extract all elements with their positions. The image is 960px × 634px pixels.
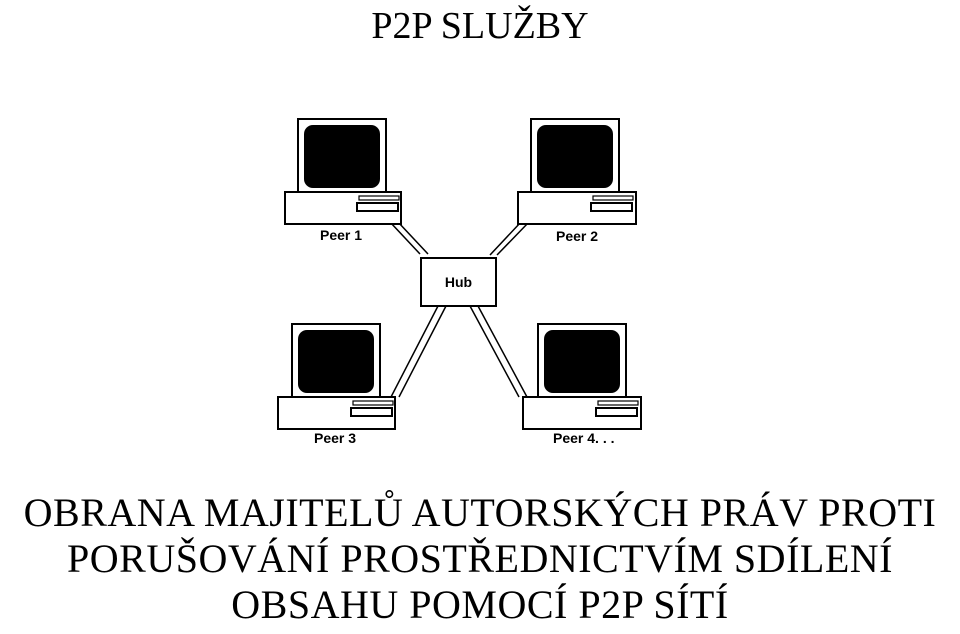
slide-header: P2P SLUŽBY <box>371 5 589 47</box>
title-line: OBRANA MAJITELŮ AUTORSKÝCH PRÁV PROTI <box>23 490 937 535</box>
network-hub-icon: Hub <box>420 257 497 307</box>
title-line: PORUŠOVÁNÍ PROSTŘEDNICTVÍM SDÍLENÍ <box>67 536 893 581</box>
peer-label: Peer 1 <box>320 227 362 243</box>
peer-label: Peer 3 <box>314 430 356 446</box>
peer-1-computer: Peer 1 <box>284 118 402 243</box>
document-title: OBRANA MAJITELŮ AUTORSKÝCH PRÁV PROTI PO… <box>0 490 960 628</box>
connection-peer2-hub <box>489 221 530 256</box>
desktop-computer-icon <box>522 323 642 430</box>
peer-3-computer: Peer 3 <box>277 323 396 446</box>
connection-peer4-hub <box>469 305 528 398</box>
title-line: OBSAHU POMOCÍ P2P SÍTÍ <box>231 582 729 627</box>
desktop-computer-icon <box>277 323 396 430</box>
desktop-computer-icon <box>284 118 402 225</box>
hub-label: Hub <box>445 274 472 290</box>
peer-4-computer: Peer 4. . . <box>522 323 642 446</box>
desktop-computer-icon <box>517 118 637 225</box>
connection-peer1-hub <box>389 221 429 255</box>
peer-2-computer: Peer 2 <box>517 118 637 244</box>
peer-label: Peer 2 <box>556 228 598 244</box>
connection-peer3-hub <box>390 305 447 398</box>
peer-label: Peer 4. . . <box>553 430 614 446</box>
